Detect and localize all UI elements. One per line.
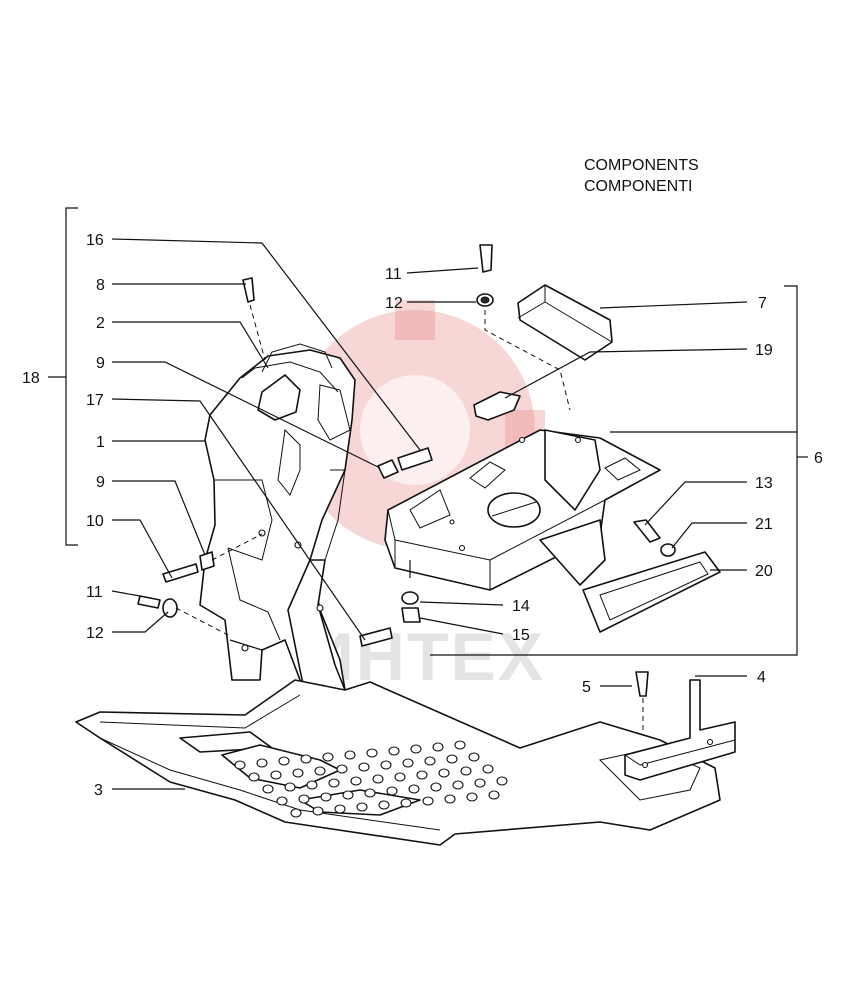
vent-hole [336, 764, 348, 774]
callout-14: 14 [512, 598, 530, 615]
floor-vent-holes [234, 740, 508, 818]
vent-hole [402, 758, 414, 768]
vent-hole [358, 762, 370, 772]
vent-hole [422, 796, 434, 806]
vent-hole [444, 794, 456, 804]
vent-hole [424, 756, 436, 766]
bracket-6 [430, 285, 798, 656]
callout-11-right: 11 [385, 266, 402, 283]
callout-20: 20 [755, 563, 773, 580]
instrument-panel [384, 429, 661, 591]
vent-hole [394, 772, 406, 782]
vent-hole [256, 758, 268, 768]
vent-hole [292, 768, 304, 778]
vent-hole [248, 772, 260, 782]
callout-9-top: 9 [96, 355, 105, 372]
vent-hole [314, 766, 326, 776]
vent-hole [416, 770, 428, 780]
callout-3: 3 [94, 782, 103, 799]
callout-12-right: 12 [385, 295, 403, 312]
vent-hole [466, 792, 478, 802]
bracket-18 [65, 207, 78, 546]
vent-hole [334, 804, 346, 814]
vent-hole [452, 780, 464, 790]
vent-hole [488, 790, 500, 800]
vent-hole [408, 784, 420, 794]
vent-hole [400, 798, 412, 808]
vent-hole [328, 778, 340, 788]
callout-6: 6 [814, 450, 823, 467]
callout-13: 13 [755, 475, 773, 492]
callout-4: 4 [757, 669, 766, 686]
callout-17: 17 [86, 392, 104, 409]
vent-hole [468, 752, 480, 762]
callout-1: 1 [96, 434, 105, 451]
assembly-line-4 [175, 607, 229, 636]
callout-7: 7 [758, 295, 767, 312]
watermark-text: ИНТЕХ [305, 619, 545, 695]
vent-hole [496, 776, 508, 786]
vent-hole [290, 808, 302, 818]
vent-hole [446, 754, 458, 764]
vent-hole [372, 774, 384, 784]
vent-hole [380, 760, 392, 770]
callout-8: 8 [96, 277, 105, 294]
callout-15: 15 [512, 627, 530, 644]
assembly-line-2 [249, 304, 266, 361]
vent-hole [432, 742, 444, 752]
callout-5: 5 [582, 679, 591, 696]
callout-11-left: 11 [86, 584, 103, 601]
vent-hole [322, 752, 334, 762]
vent-hole [342, 790, 354, 800]
dashboard-shroud [199, 343, 356, 716]
floor-plate [75, 679, 721, 846]
vent-hole [388, 746, 400, 756]
callout-16: 16 [86, 232, 104, 249]
vent-hole [364, 788, 376, 798]
vent-hole [454, 740, 466, 750]
title-line-2: COMPONENTI [584, 178, 692, 195]
vent-hole [356, 802, 368, 812]
vent-hole [278, 756, 290, 766]
vent-hole [298, 794, 310, 804]
vent-hole [474, 778, 486, 788]
callout-12-left: 12 [86, 625, 104, 642]
vent-hole [276, 796, 288, 806]
vent-hole [430, 782, 442, 792]
armrest-pad [517, 284, 613, 361]
vent-hole [378, 800, 390, 810]
vent-hole [366, 748, 378, 758]
vent-hole [460, 766, 472, 776]
assembly-line-3 [211, 533, 263, 561]
vent-hole [300, 754, 312, 764]
mounting-plate [582, 551, 721, 633]
callout-9-bottom: 9 [96, 474, 105, 491]
vent-hole [482, 764, 494, 774]
vent-hole [344, 750, 356, 760]
vent-hole [312, 806, 324, 816]
title-line-1: COMPONENTS [584, 157, 699, 174]
vent-hole [234, 760, 246, 770]
assembly-line-1 [484, 310, 571, 411]
callout-18: 18 [22, 370, 40, 387]
hardware-right [401, 244, 676, 697]
callout-19: 19 [755, 342, 773, 359]
callout-2: 2 [96, 315, 105, 332]
callout-21: 21 [755, 516, 773, 533]
vent-hole [262, 784, 274, 794]
vent-hole [410, 744, 422, 754]
vent-hole [386, 786, 398, 796]
hardware-left [137, 277, 433, 647]
vent-hole [284, 782, 296, 792]
lens-cover [473, 391, 521, 421]
leader-lines [111, 238, 748, 790]
vent-hole [270, 770, 282, 780]
vent-hole [320, 792, 332, 802]
callout-10: 10 [86, 513, 104, 530]
support-bracket [624, 679, 736, 781]
vent-hole [306, 780, 318, 790]
vent-hole [350, 776, 362, 786]
vent-hole [438, 768, 450, 778]
